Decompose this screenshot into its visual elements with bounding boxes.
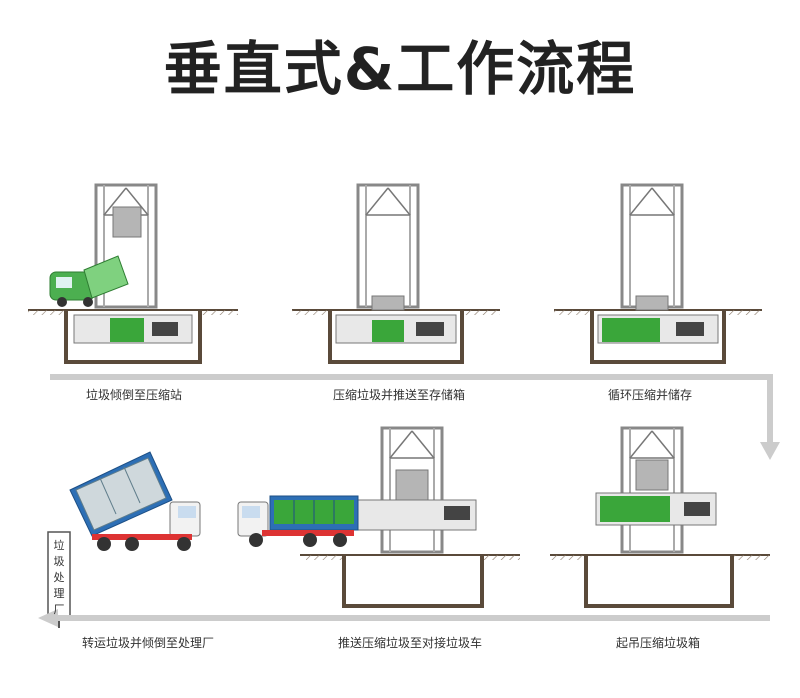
step-2-caption: 压缩垃圾并推送至存储箱 [332, 388, 466, 402]
step-5-scene [237, 426, 520, 608]
step-6-scene [47, 451, 201, 628]
lifting-gantry [620, 183, 684, 311]
mini-truck [49, 255, 129, 307]
lifting-gantry [380, 426, 444, 554]
flow-arrow-bottom [38, 609, 770, 627]
tipping-truck [69, 451, 201, 551]
flow-arrow-top [50, 374, 780, 460]
lifting-gantry [94, 183, 158, 309]
step-1-caption: 垃圾倾倒至压缩站 [85, 388, 183, 402]
docking-truck [237, 495, 359, 547]
facility-sign-label: 垃圾处理厂 [53, 539, 65, 616]
hydraulic-ram [676, 322, 704, 336]
hydraulic-ram [444, 506, 470, 520]
step-6-caption: 转运垃圾并倾倒至处理厂 [81, 636, 215, 650]
step-4-scene [550, 426, 770, 608]
step-3-scene [554, 183, 762, 364]
compressed-waste-block [600, 496, 670, 522]
step-4-caption: 起吊压缩垃圾箱 [615, 636, 701, 650]
step-3-caption: 循环压缩并储存 [607, 388, 693, 402]
compressed-waste-block [110, 318, 144, 342]
hydraulic-ram [416, 322, 444, 336]
step-2-scene [292, 183, 500, 364]
step-5-caption: 推送压缩垃圾至对接垃圾车 [337, 636, 483, 650]
hydraulic-ram [684, 502, 710, 516]
lifting-gantry [356, 183, 420, 311]
hydraulic-ram [152, 322, 178, 336]
compressed-waste-block [372, 320, 404, 342]
compressed-waste-block [602, 318, 660, 342]
page-title: 垂直式&工作流程 [163, 35, 637, 103]
lifting-gantry [620, 426, 684, 554]
step-1-scene [28, 183, 238, 364]
